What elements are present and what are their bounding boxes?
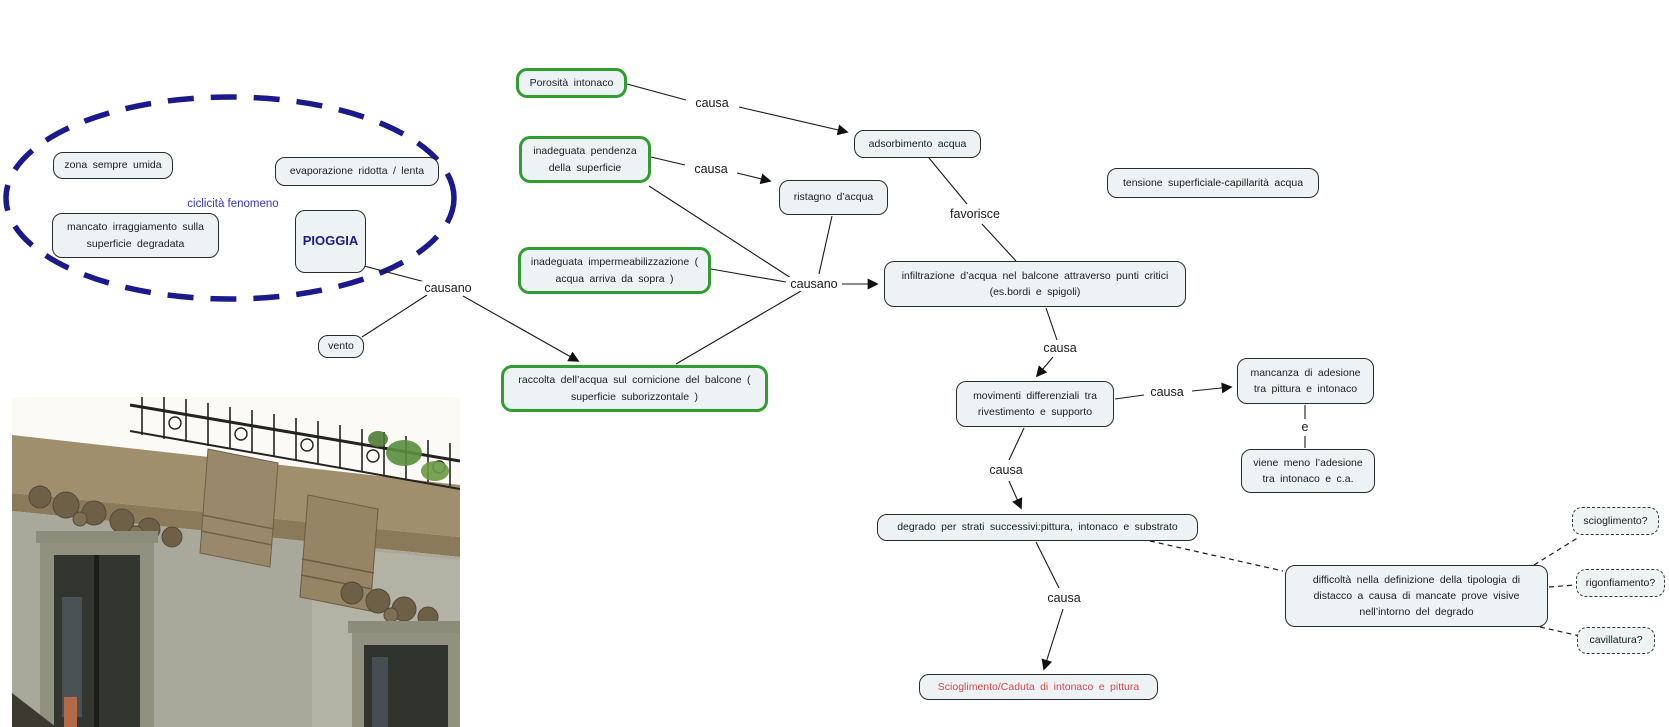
node-mancanza-adesione[interactable]: mancanza di adesione tra pittura e inton… bbox=[1237, 358, 1374, 404]
node-raccolta-acqua[interactable]: raccolta dell’acqua sul cornicione del b… bbox=[501, 365, 768, 412]
photo-sky bbox=[12, 397, 460, 727]
node-ristagno-acqua[interactable]: ristagno d’acqua bbox=[779, 180, 888, 215]
node-viene-meno-adesione[interactable]: viene meno l’adesione tra intonaco e c.a… bbox=[1241, 449, 1375, 493]
label-causa-4: causa bbox=[1147, 385, 1187, 399]
facade-wall-light bbox=[312, 545, 460, 727]
label-e: e bbox=[1298, 420, 1312, 434]
node-vento[interactable]: vento bbox=[318, 335, 364, 358]
node-scioglimento-caduta[interactable]: Scioglimento/Caduta di intonaco e pittur… bbox=[919, 674, 1158, 700]
facade-photo bbox=[12, 397, 460, 727]
node-tensione-superficiale[interactable]: tensione superficiale-capillarità acqua bbox=[1107, 168, 1319, 198]
balcony-underside bbox=[12, 435, 460, 537]
node-zona-sempre-umida[interactable]: zona sempre umida bbox=[53, 152, 173, 179]
label-causa-1: causa bbox=[692, 96, 732, 110]
node-difficolta-definizione[interactable]: difficoltà nella definizione della tipol… bbox=[1285, 565, 1548, 627]
node-adsorbimento-acqua[interactable]: adsorbimento acqua bbox=[854, 130, 981, 158]
iron-railing bbox=[129, 397, 460, 490]
node-pioggia[interactable]: PIOGGIA bbox=[295, 210, 366, 273]
label-causa-2: causa bbox=[691, 162, 731, 176]
right-window bbox=[348, 621, 460, 727]
node-degrado-strati[interactable]: degrado per strati successivi:pittura, i… bbox=[877, 514, 1198, 541]
node-movimenti-differenziali[interactable]: movimenti differenziali tra rivestimento… bbox=[956, 381, 1114, 427]
label-causa-5: causa bbox=[986, 463, 1026, 477]
node-rigonfiamento-question[interactable]: rigonfiamento? bbox=[1576, 569, 1665, 597]
corbel-blocks bbox=[199, 448, 379, 612]
terracotta-detail bbox=[64, 697, 77, 727]
label-causa-6: causa bbox=[1044, 591, 1084, 605]
floral-garland-right bbox=[340, 581, 439, 628]
floral-garland-left bbox=[28, 485, 183, 548]
node-cavillatura-question[interactable]: cavillatura? bbox=[1577, 627, 1655, 654]
foliage bbox=[368, 431, 449, 481]
label-favorisce: favorisce bbox=[946, 207, 1004, 221]
foliage-silhouette bbox=[12, 693, 56, 727]
node-mancato-irraggiamento[interactable]: mancato irraggiamento sulla superficie d… bbox=[52, 213, 219, 258]
node-infiltrazione-acqua[interactable]: infiltrazione d’acqua nel balcone attrav… bbox=[884, 261, 1186, 307]
left-window bbox=[36, 531, 158, 727]
label-causano-1: causano bbox=[421, 281, 475, 295]
node-porosita-intonaco[interactable]: Porosità intonaco bbox=[516, 68, 627, 98]
label-causano-2: causano bbox=[787, 277, 841, 291]
label-ciclicita-fenomeno: ciclicità fenomeno bbox=[187, 198, 279, 210]
facade-wall bbox=[12, 511, 460, 727]
label-causa-3: causa bbox=[1040, 341, 1080, 355]
node-evaporazione[interactable]: evaporazione ridotta / lenta bbox=[275, 157, 439, 186]
node-inadeguata-pendenza[interactable]: inadeguata pendenza della superficie bbox=[519, 136, 651, 183]
node-scioglimento-question[interactable]: scioglimento? bbox=[1572, 507, 1659, 535]
node-inadeguata-impermeabilizzazione[interactable]: inadeguata impermeabilizzazione ( acqua … bbox=[518, 247, 711, 294]
balcony-edge-shadow bbox=[12, 493, 460, 557]
